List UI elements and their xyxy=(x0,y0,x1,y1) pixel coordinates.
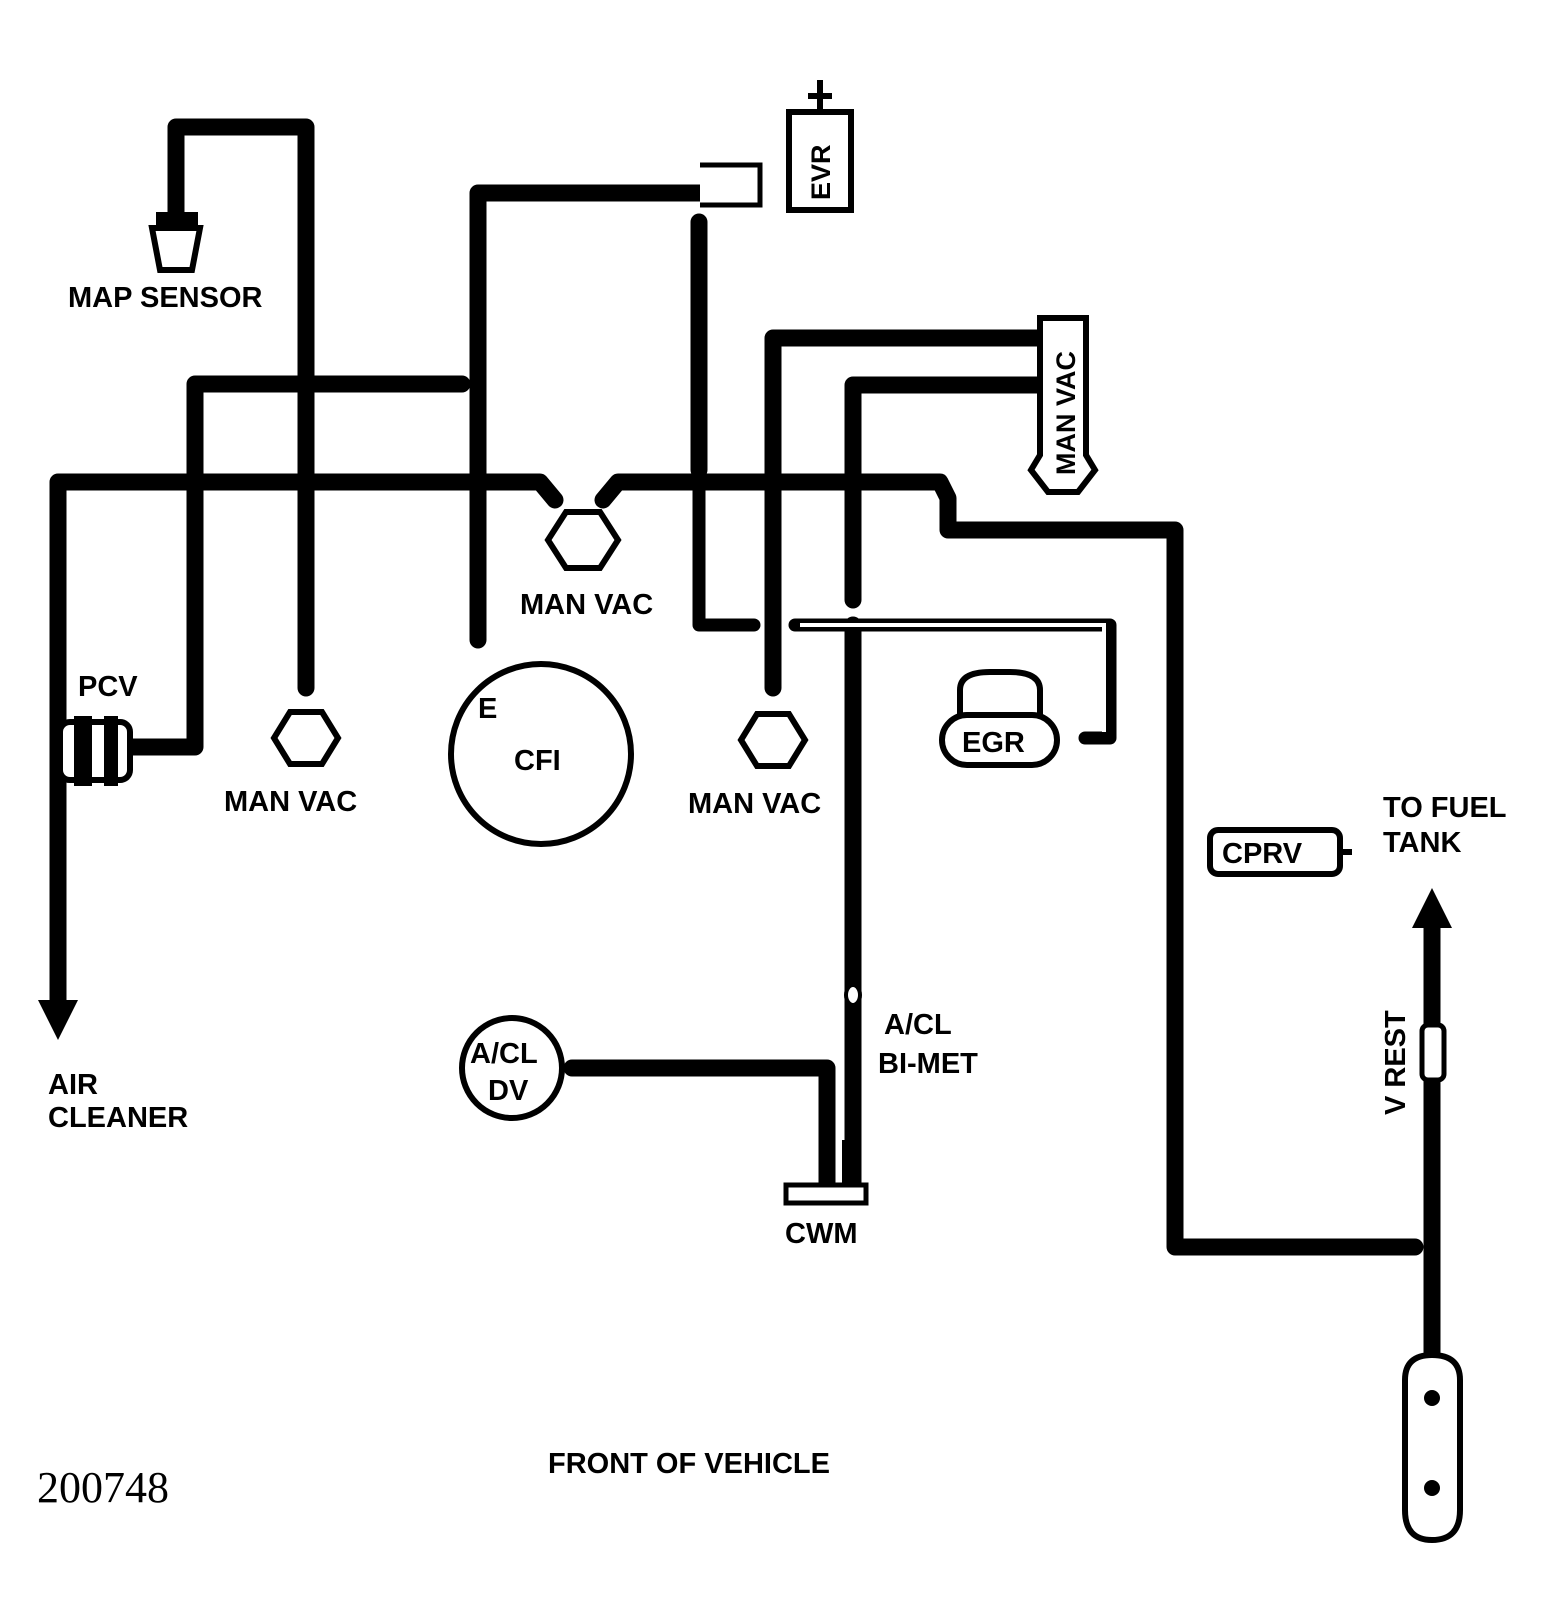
label-map-sensor: MAP SENSOR xyxy=(68,282,263,314)
hose-main-right xyxy=(594,473,1184,844)
hose-man-vac-mid xyxy=(764,329,1049,697)
man-vac-mid-hex-icon xyxy=(737,711,809,769)
hose-man-vac-to-cwm xyxy=(844,376,1049,609)
hose-pcv xyxy=(124,375,471,756)
label-air-cleaner-line2: CLEANER xyxy=(48,1102,188,1134)
cwm-icon xyxy=(783,1140,869,1206)
label-evr: EVR xyxy=(806,144,836,200)
cfi-unit-icon xyxy=(448,661,634,847)
label-front-of-vehicle: FRONT OF VEHICLE xyxy=(548,1448,830,1480)
label-egr: EGR xyxy=(962,727,1025,759)
label-acl-dv-line1: A/CL xyxy=(470,1038,538,1070)
label-acl-dv-line2: DV xyxy=(488,1075,529,1107)
label-cfi: CFI xyxy=(514,745,561,777)
label-to-fuel-line1: TO FUEL xyxy=(1383,792,1507,824)
vacuum-hoses xyxy=(49,118,1441,1389)
label-man-vac-left: MAN VAC xyxy=(224,786,357,818)
label-man-vac-top-right: MAN VAC xyxy=(1051,351,1081,475)
acl-dv-icon xyxy=(459,1015,565,1121)
arrow-up-icon xyxy=(1412,888,1452,928)
cprv-valve-icon xyxy=(1207,827,1352,877)
label-man-vac-center: MAN VAC xyxy=(520,589,653,621)
label-pcv: PCV xyxy=(78,671,138,703)
label-cwm: CWM xyxy=(785,1218,857,1250)
label-cprv: CPRV xyxy=(1222,838,1303,870)
hose-evr-down-2 xyxy=(692,483,761,632)
man-vac-center-hex-icon xyxy=(544,509,622,571)
fuel-vapor-canister-icon xyxy=(1402,1351,1463,1544)
hose-acl-dv xyxy=(563,1059,836,1194)
figure-number: 200748 xyxy=(37,1463,169,1512)
label-v-rest: V REST xyxy=(1380,1010,1412,1115)
label-acl-bimet-line2: BI-MET xyxy=(878,1048,978,1080)
label-to-fuel-line2: TANK xyxy=(1383,827,1461,859)
label-man-vac-mid: MAN VAC xyxy=(688,788,821,820)
label-acl-bimet-line1: A/CL xyxy=(884,1009,952,1041)
hose-egr-inner xyxy=(800,623,1106,732)
acl-bimet-sensor-icon xyxy=(844,983,862,1007)
label-cfi-e: E xyxy=(478,693,497,725)
map-sensor-icon xyxy=(148,212,204,273)
egr-valve-icon xyxy=(939,669,1060,768)
arrow-down-icon xyxy=(38,1000,78,1040)
pcv-valve-icon xyxy=(57,716,133,786)
hose-evr-to-cfi xyxy=(469,184,709,649)
man-vac-left-hex-icon xyxy=(270,709,342,767)
hose-cprv-vrest xyxy=(1166,826,1424,1256)
v-rest-restrictor-icon xyxy=(1419,1022,1447,1083)
man-vac-tag-icon xyxy=(1027,315,1099,495)
evr-valve-icon xyxy=(700,80,854,213)
hose-map-sensor xyxy=(167,118,315,697)
label-air-cleaner-line1: AIR xyxy=(48,1069,98,1101)
